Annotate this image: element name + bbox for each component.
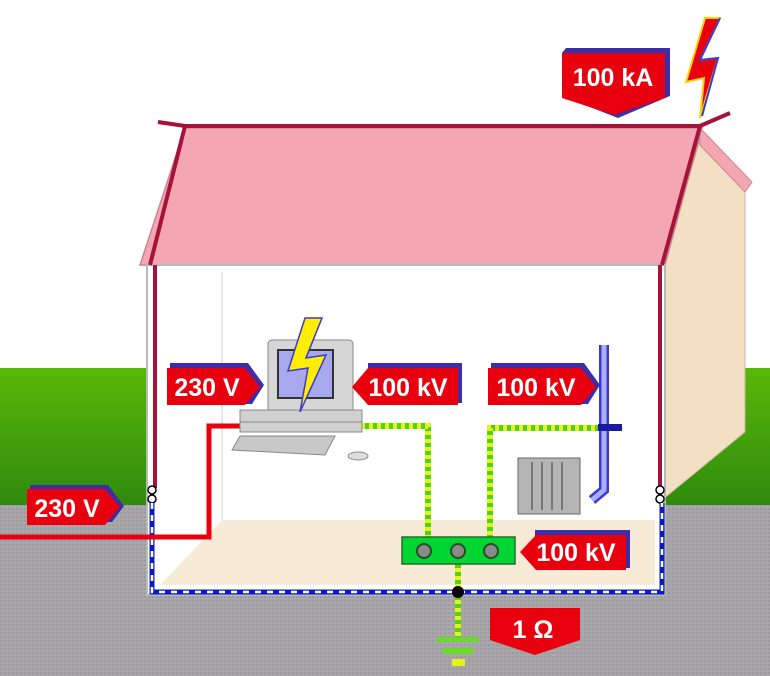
- strike-current-tag: 100 kA: [562, 48, 670, 118]
- earth-junction: [452, 586, 464, 598]
- computer-supply-tag: 230 V: [167, 363, 264, 405]
- bonding-bar-surge-tag: 100 kV: [520, 530, 630, 570]
- spark-gaps: [147, 485, 665, 504]
- bonding-bar-surge-label: 100 kV: [536, 539, 616, 567]
- earth-resistance-tag: 1 Ω: [490, 608, 580, 655]
- strike-current-label: 100 kA: [573, 64, 654, 92]
- earth-resistance-label: 1 Ω: [513, 616, 554, 644]
- bonding-conductors: [345, 423, 603, 640]
- water-pipe: [588, 345, 622, 504]
- roof: [138, 127, 703, 266]
- pipe-surge-tag: 100 kV: [488, 363, 600, 405]
- lightning-conductor: [148, 111, 731, 488]
- earth-ring-conductor: [149, 503, 665, 595]
- computer-supply-label: 230 V: [174, 374, 240, 402]
- earth-electrode-icon: [437, 637, 479, 666]
- computer-surge-tag: 100 kV: [352, 363, 462, 405]
- heating-unit: [517, 457, 581, 515]
- incoming-supply-label: 230 V: [34, 495, 100, 523]
- power-supply-line: [0, 423, 240, 540]
- pipe-surge-label: 100 kV: [496, 374, 576, 402]
- bonding-bar-terminals: [416, 543, 499, 559]
- incoming-supply-tag: 230 V: [27, 485, 124, 525]
- computer-surge-label: 100 kV: [368, 374, 448, 402]
- computer-lightning-bolt-icon: [286, 317, 328, 413]
- roof-gable-edge: [699, 126, 753, 193]
